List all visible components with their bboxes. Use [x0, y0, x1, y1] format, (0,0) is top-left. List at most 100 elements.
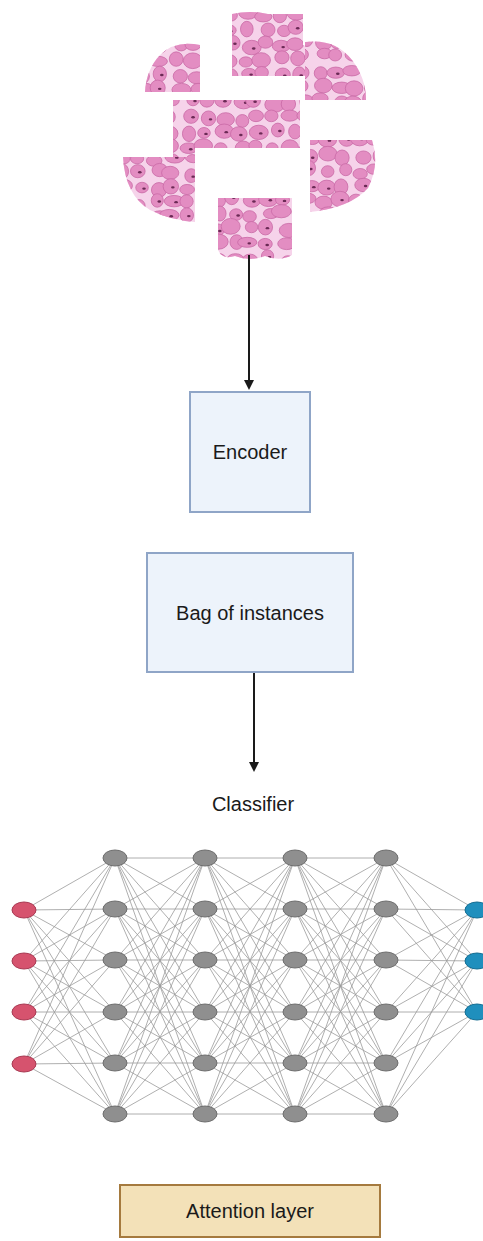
nucleus: [256, 163, 260, 165]
connection: [295, 1012, 386, 1114]
nucleus: [124, 185, 128, 187]
cell: [187, 94, 199, 105]
cell: [153, 66, 166, 82]
cell: [304, 181, 320, 192]
connection: [295, 1012, 386, 1114]
cell: [213, 193, 225, 207]
cell: [279, 85, 291, 97]
connection: [205, 858, 295, 960]
nucleus: [174, 201, 178, 203]
nucleus: [299, 74, 303, 76]
nucleus: [239, 134, 243, 136]
nucleus: [301, 244, 305, 246]
cell: [261, 23, 275, 37]
cell: [363, 92, 375, 106]
cell: [201, 82, 221, 97]
nucleus: [169, 146, 173, 148]
connection: [295, 858, 386, 960]
neuron: [374, 901, 398, 917]
cell: [275, 68, 290, 81]
cell: [160, 209, 179, 220]
connection: [386, 858, 477, 1012]
neural-network: [12, 850, 483, 1122]
neuron: [193, 1055, 217, 1071]
tissue-piece: [297, 130, 387, 226]
connection: [205, 909, 295, 1114]
cell: [164, 226, 176, 239]
nucleus: [353, 102, 357, 104]
cell: [130, 165, 145, 178]
cell: [227, 254, 244, 266]
cell: [185, 169, 198, 183]
cell: [258, 36, 273, 48]
nucleus: [288, 261, 292, 263]
cell: [201, 151, 219, 166]
connection: [24, 858, 115, 1064]
cell: [226, 265, 238, 277]
connection: [205, 858, 295, 1114]
connection: [115, 909, 205, 1114]
cell: [149, 56, 168, 66]
nucleus: [223, 100, 227, 102]
cell: [201, 111, 215, 126]
nucleus: [228, 61, 232, 63]
connection: [295, 858, 386, 859]
cell: [318, 180, 336, 195]
tissue-piece: [113, 149, 219, 243]
cell: [297, 193, 316, 204]
connection: [205, 1012, 295, 1114]
cell: [281, 97, 295, 112]
connection: [386, 1012, 477, 1114]
cell: [208, 234, 228, 249]
cell: [265, 110, 278, 122]
cell: [355, 178, 373, 191]
cell: [284, 158, 302, 172]
connection: [115, 858, 205, 1114]
cell: [289, 124, 301, 139]
nucleus: [265, 244, 269, 246]
nucleus: [235, 90, 239, 92]
connection: [205, 858, 295, 1063]
process-box: Encoder: [189, 391, 311, 513]
cell: [297, 191, 311, 201]
cell: [296, 174, 312, 185]
connection: [205, 858, 295, 960]
nucleus: [344, 218, 348, 220]
cell: [215, 170, 231, 186]
cell: [373, 148, 386, 163]
cell: [321, 166, 334, 178]
cell: [191, 83, 205, 94]
connection: [24, 961, 115, 1063]
connection: [115, 1012, 205, 1114]
tissue-piece: [208, 189, 312, 282]
cell: [115, 179, 133, 192]
nucleus: [187, 215, 191, 217]
cell: [328, 6, 341, 22]
cell: [182, 126, 195, 141]
neuron: [193, 850, 217, 866]
nucleus: [283, 200, 287, 202]
nucleus: [336, 72, 340, 74]
nucleus: [310, 135, 314, 137]
cell: [293, 67, 306, 82]
cell: [314, 78, 332, 93]
nucleus: [259, 132, 263, 134]
cell: [185, 38, 201, 50]
cell: [335, 150, 349, 165]
cell: [169, 52, 183, 66]
connection: [205, 858, 295, 1012]
nucleus: [142, 187, 146, 189]
connection: [115, 1114, 205, 1115]
cell: [371, 210, 384, 224]
connection: [205, 1012, 295, 1114]
cell: [345, 38, 362, 49]
cell: [208, 266, 225, 279]
cell: [312, 93, 328, 104]
neuron: [103, 1055, 127, 1071]
cell: [133, 200, 145, 213]
connection: [115, 858, 205, 909]
connection: [386, 909, 477, 1012]
nucleus: [360, 138, 364, 140]
connection: [295, 909, 386, 1114]
tissue-piece: [133, 38, 223, 111]
